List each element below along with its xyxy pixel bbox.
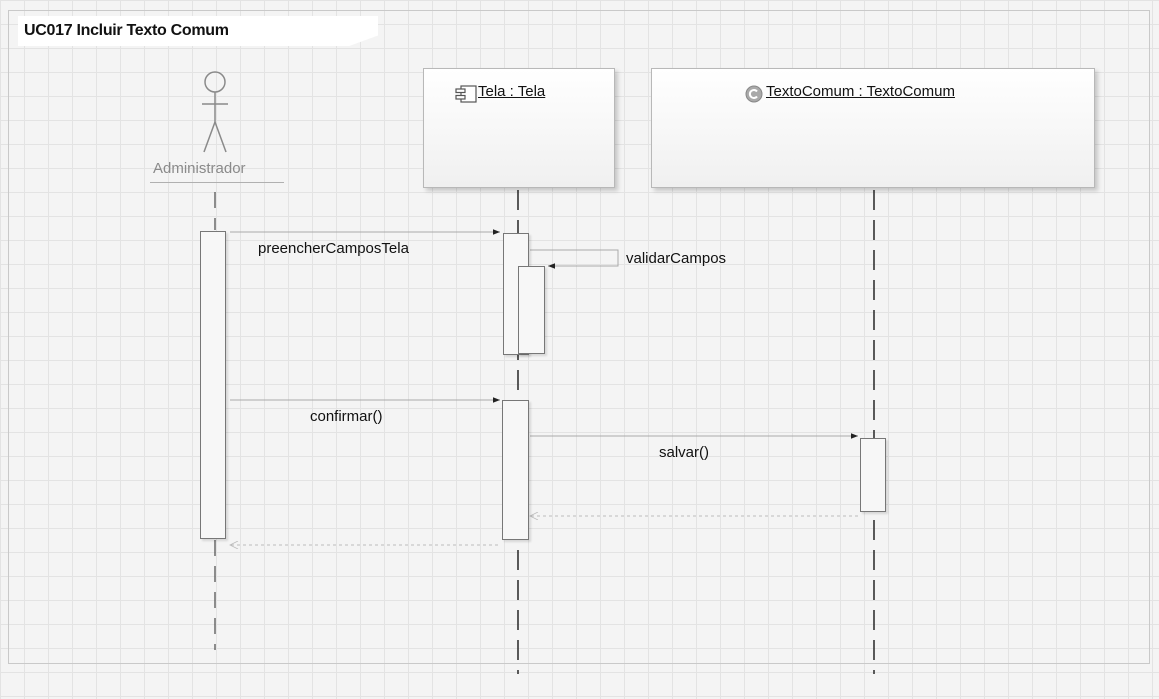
diagram-title: UC017 Incluir Texto Comum <box>24 22 229 39</box>
actor-activation <box>200 231 226 539</box>
message-validar-line <box>530 249 619 269</box>
message-validar-label: validarCampos <box>626 250 727 267</box>
lifeline-textocomum-label: TextoComum : TextoComum <box>766 83 955 100</box>
actor-label-underline <box>150 182 284 183</box>
tela-activation-2 <box>502 400 529 540</box>
lifeline-tela-box[interactable] <box>423 68 615 188</box>
lifeline-tela-label: Tela : Tela <box>478 83 546 100</box>
message-salvar-label: salvar() <box>659 444 710 461</box>
message-preencher-label: preencherCamposTela <box>258 240 409 257</box>
stick-figure-icon <box>202 71 228 153</box>
frame-title-tab <box>18 16 378 46</box>
actor-label: Administrador <box>153 160 246 177</box>
diagram-frame <box>8 10 1150 664</box>
textocomum-activation <box>860 438 886 512</box>
class-icon <box>745 85 763 103</box>
message-confirmar-label: confirmar() <box>310 408 383 425</box>
tela-self-activation <box>518 266 545 354</box>
component-icon <box>455 85 477 103</box>
lifeline-textocomum-box[interactable] <box>651 68 1095 188</box>
